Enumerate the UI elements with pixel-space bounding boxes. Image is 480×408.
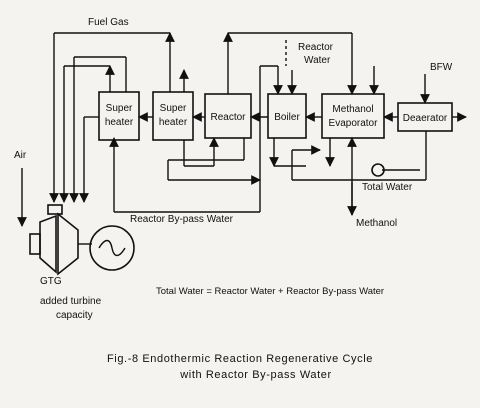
reactor-bypass-water-label: Reactor By-pass Water xyxy=(130,214,234,225)
air-label: Air xyxy=(14,150,27,161)
reactor-label: Reactor xyxy=(210,112,246,123)
figure-caption-line-2: with Reactor By-pass Water xyxy=(179,369,332,381)
reactor-water-label-l1: Reactor xyxy=(298,42,334,53)
methanol-evaporator-label-l2: Evaporator xyxy=(329,118,379,129)
bfw-label: BFW xyxy=(430,62,453,73)
fuel-gas-label: Fuel Gas xyxy=(88,17,129,28)
deaerator-label: Deaerator xyxy=(403,113,448,124)
lower-loop-lines xyxy=(109,131,427,216)
deaerator-box: Deaerator xyxy=(397,102,453,132)
fuel-gas-lines xyxy=(49,32,430,203)
superheater-2-box: Super heater xyxy=(152,91,194,141)
superheater-1-label-l1: Super xyxy=(106,103,133,114)
gtg-label: GTG xyxy=(40,276,62,287)
superheater-1-label-l2: heater xyxy=(105,117,134,128)
superheater-2-label-l2: heater xyxy=(159,117,188,128)
superheater-2-label-l1: Super xyxy=(160,103,187,114)
reactor-water-label-l2: Water xyxy=(304,55,331,66)
methanol-evaporator-label-l1: Methanol xyxy=(332,104,373,115)
generator-icon xyxy=(89,225,135,271)
boiler-label: Boiler xyxy=(274,112,300,123)
added-turbine-label-l1: added turbine xyxy=(40,296,102,307)
methanol-evaporator-box: Methanol Evaporator xyxy=(321,93,385,139)
methanol-label: Methanol xyxy=(356,218,397,229)
superheater-1-box: Super heater xyxy=(98,91,140,141)
gtg-turbine-icon xyxy=(29,204,92,276)
total-water-label: Total Water xyxy=(362,182,413,193)
total-water-equation: Total Water = Reactor Water + Reactor By… xyxy=(156,286,384,297)
reactor-box: Reactor xyxy=(204,93,252,139)
boiler-box: Boiler xyxy=(267,93,307,139)
figure-caption-line-1: Fig.-8 Endothermic Reaction Regenerative… xyxy=(107,353,373,365)
added-turbine-label-l2: capacity xyxy=(56,310,93,321)
pump-icon xyxy=(371,163,385,177)
